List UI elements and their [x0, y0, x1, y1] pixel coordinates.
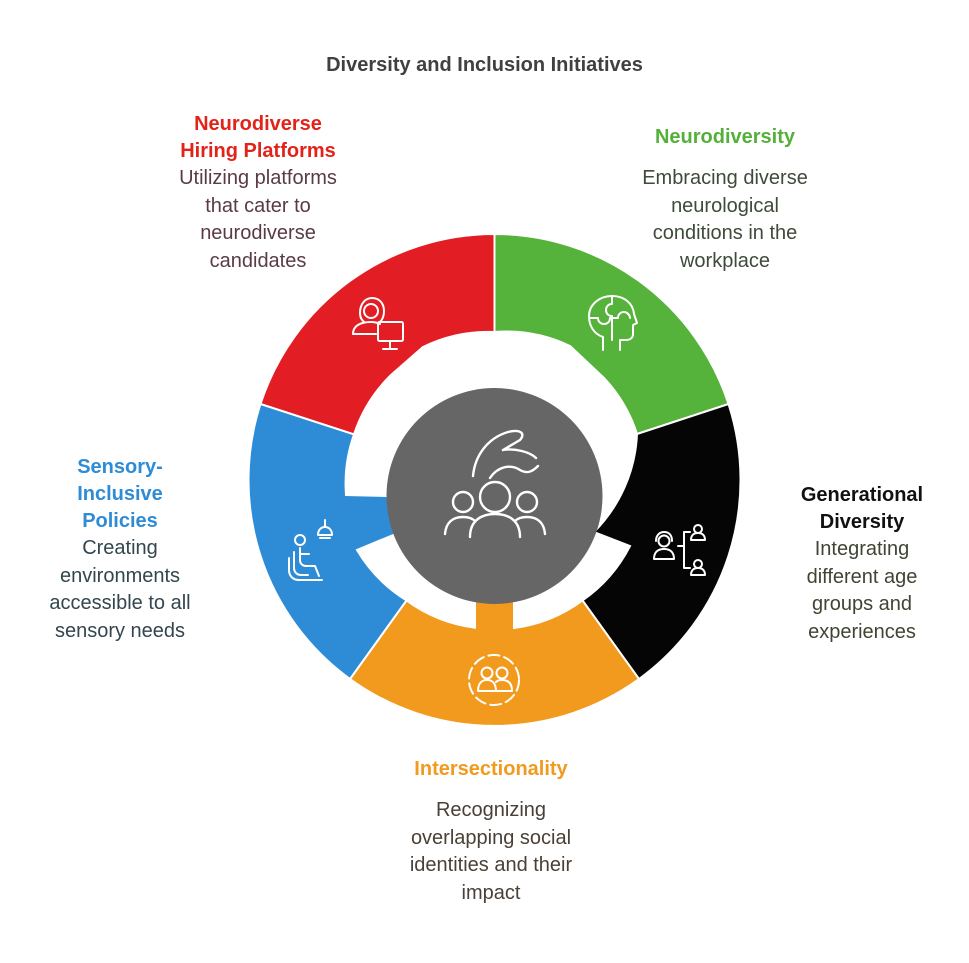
desc-sensory-line: Creating: [82, 537, 158, 559]
desc-sensory: Creating environments accessible to all …: [20, 535, 220, 645]
desc-intersectionality-line: overlapping social: [410, 826, 572, 849]
desc-generational-line: Integrating: [814, 538, 910, 560]
person-at-computer-icon: [352, 297, 404, 350]
desc-neurodiversity-line: conditions in the: [652, 222, 798, 244]
desc-hiring: Utilizing platforms that cater to neurod…: [138, 165, 378, 275]
segment-sensory[interactable]: [247, 402, 408, 681]
desc-intersectionality: Recognizing overlapping social identitie…: [371, 797, 611, 907]
desc-sensory-line: sensory needs: [54, 619, 186, 642]
desc-hiring-line: neurodiverse: [200, 222, 316, 244]
label-hiring: Neurodiverse Hiring Platforms Utilizing …: [138, 111, 378, 275]
desc-sensory-line: accessible to all: [49, 592, 191, 614]
desc-generational-line: groups and: [811, 593, 913, 615]
desc-generational-line: experiences: [808, 620, 916, 643]
heading-sensory: Sensory- Inclusive Policies: [20, 454, 220, 535]
age-groups-hierarchy-icon: [653, 524, 706, 576]
desc-intersectionality-line: identities and their: [409, 854, 573, 876]
desc-hiring-line: Utilizing platforms: [179, 167, 337, 189]
label-generational: Generational Diversity Integrating diffe…: [772, 482, 952, 646]
desc-hiring-line: that cater to: [205, 194, 311, 217]
heading-generational: Generational Diversity: [772, 482, 952, 536]
center-circle: [386, 388, 603, 604]
heading-hiring-line2: Hiring Platforms: [180, 140, 336, 162]
diagram-title: Diversity and Inclusion Initiatives: [326, 54, 643, 76]
overlapping-people-circle-icon: [468, 654, 520, 706]
desc-neurodiversity-line: workplace: [679, 249, 771, 272]
heading-hiring: Neurodiverse Hiring Platforms: [138, 111, 378, 165]
heading-generational-line1: Generational: [800, 484, 924, 506]
desc-generational: Integrating different age groups and exp…: [772, 536, 952, 646]
seated-person-lamp-icon: [288, 519, 333, 581]
heading-sensory-line2: Inclusive: [77, 483, 163, 505]
hand-over-group-icon: [443, 429, 547, 539]
heading-intersectionality: Intersectionality: [414, 758, 568, 780]
desc-neurodiversity-line: Embracing diverse: [642, 167, 808, 189]
heading-sensory-line1: Sensory-: [77, 456, 163, 478]
heading-generational-line2: Diversity: [819, 511, 905, 533]
label-neurodiversity: Neurodiversity Embracing diverse neurolo…: [605, 124, 845, 275]
puzzle-head-icon: [588, 295, 638, 351]
desc-hiring-line: candidates: [209, 249, 307, 272]
desc-generational-line: different age: [806, 565, 918, 588]
heading-sensory-line3: Policies: [82, 510, 158, 532]
heading-neurodiversity: Neurodiversity: [654, 126, 796, 148]
label-intersectionality: Intersectionality Recognizing overlappin…: [371, 756, 611, 907]
desc-neurodiversity-line: neurological: [671, 194, 779, 217]
label-sensory: Sensory- Inclusive Policies Creating env…: [20, 454, 220, 645]
desc-neurodiversity: Embracing diverse neurological condition…: [605, 165, 845, 275]
desc-sensory-line: environments: [59, 564, 181, 587]
desc-intersectionality-line: Recognizing: [435, 799, 547, 821]
desc-intersectionality-line: impact: [461, 881, 521, 904]
heading-hiring-line1: Neurodiverse: [194, 113, 322, 135]
